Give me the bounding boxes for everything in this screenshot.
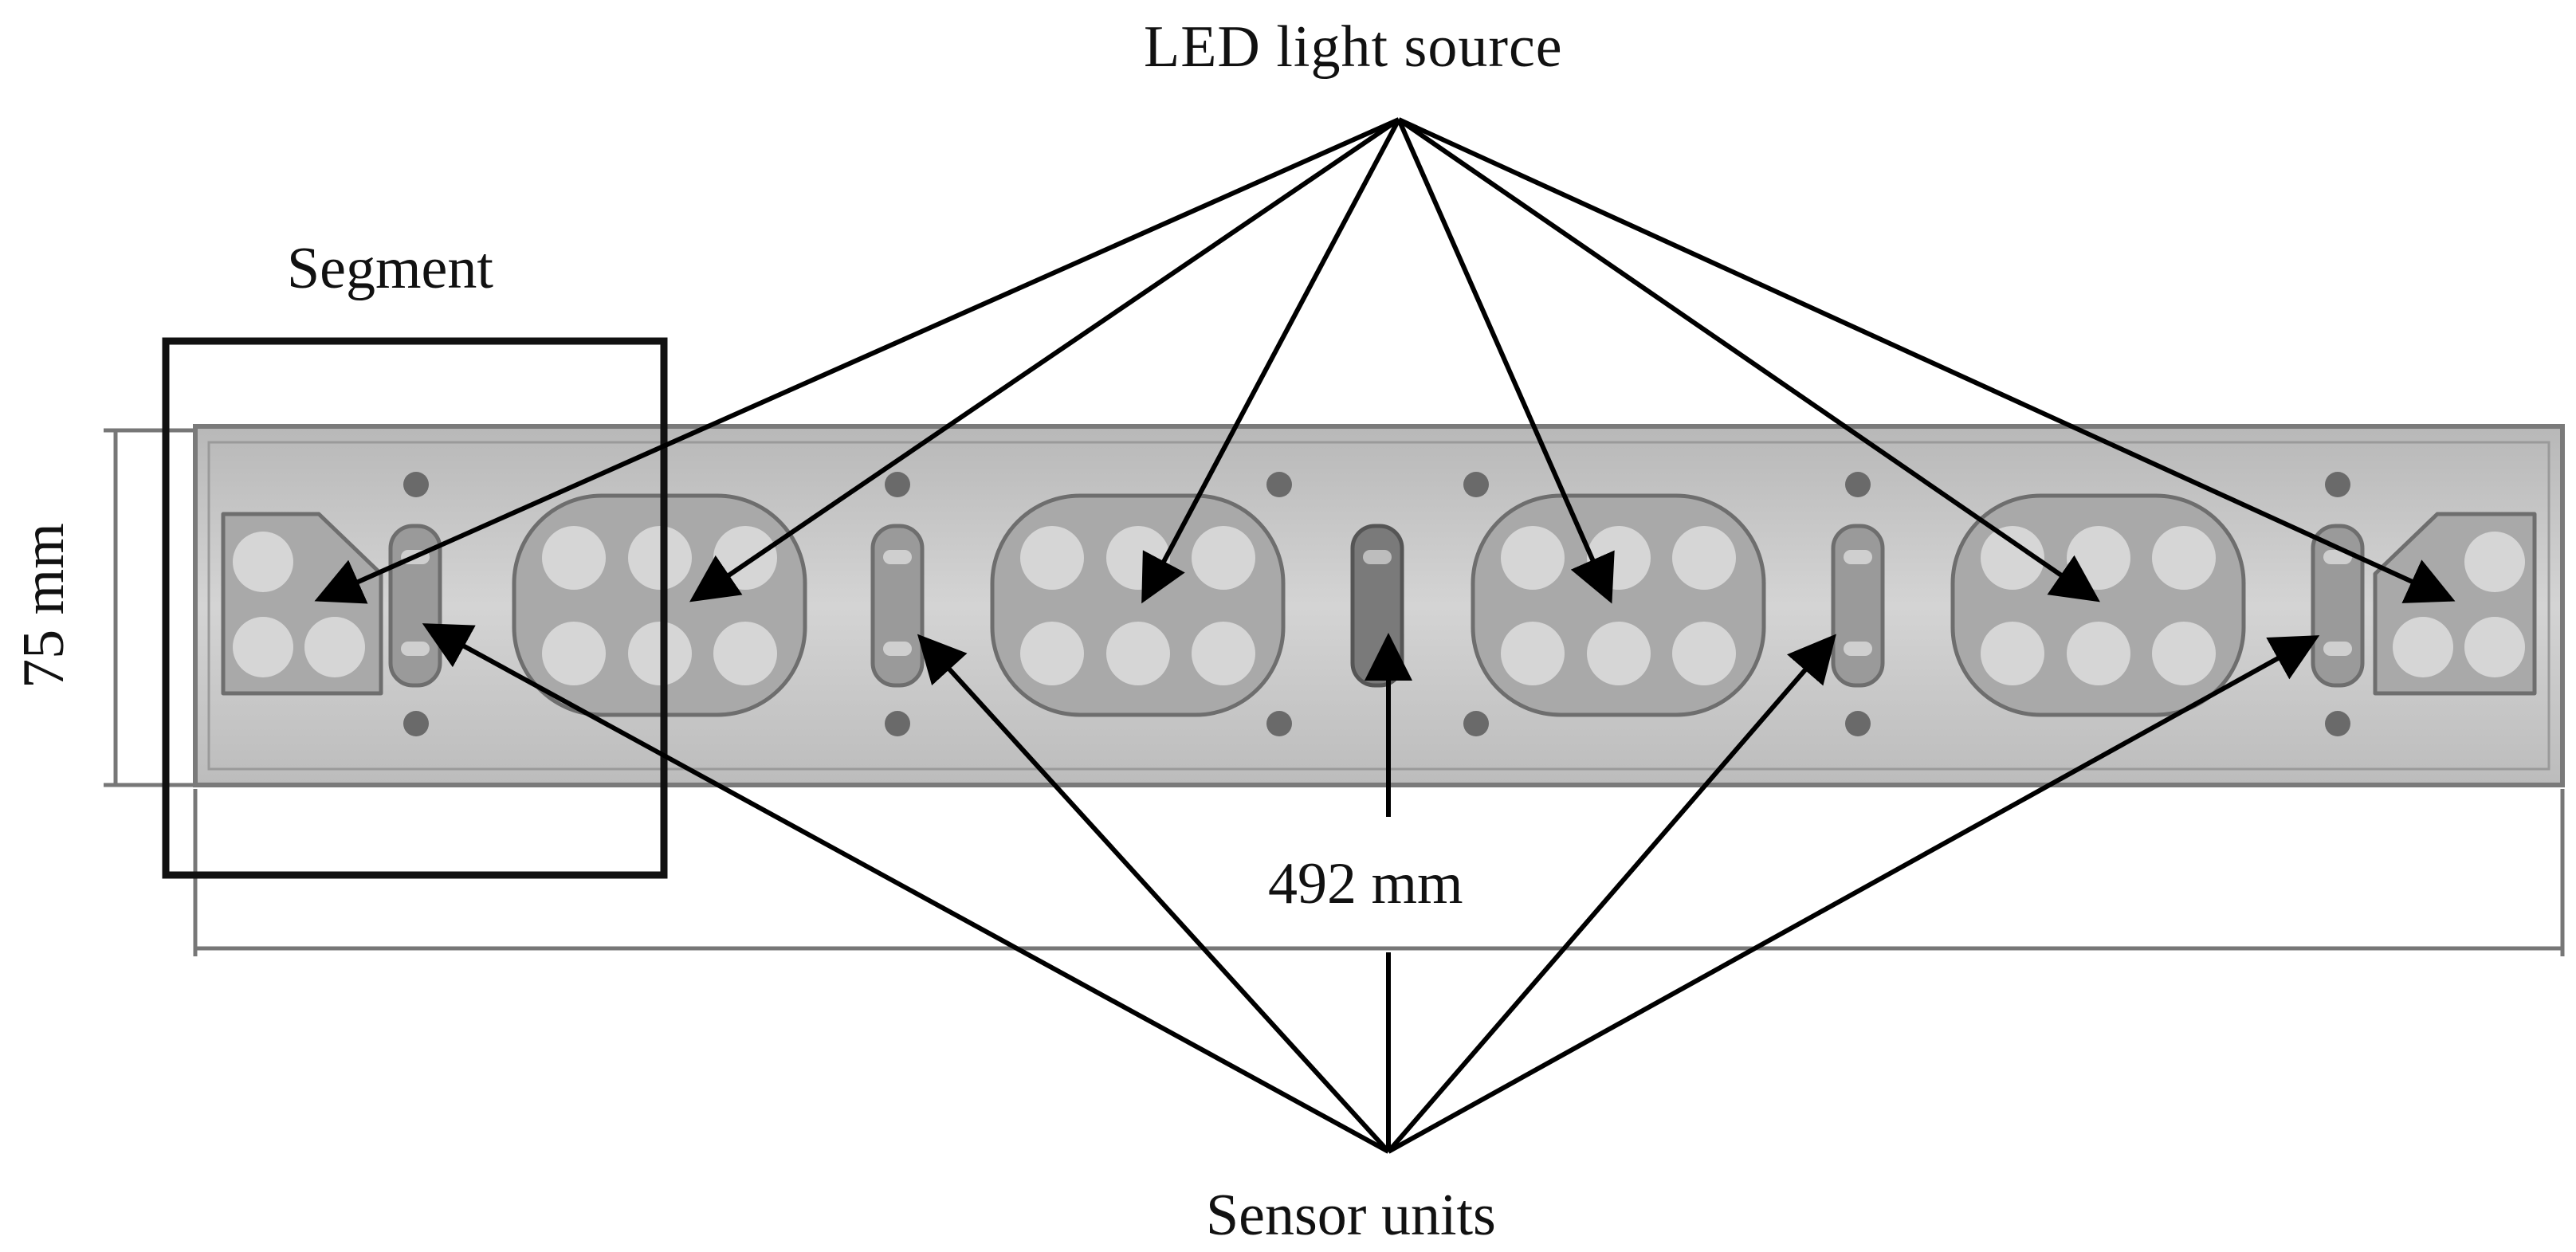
sensor-units-label: Sensor units xyxy=(1206,1183,1496,1248)
segment-label: Segment xyxy=(287,236,493,301)
led-module-right xyxy=(2373,512,2537,696)
led-module-left xyxy=(221,512,383,696)
segment-box xyxy=(162,337,668,879)
sensor-unit-2 xyxy=(870,524,925,688)
led-module-1 xyxy=(512,493,807,717)
height-dimension xyxy=(104,428,199,787)
length-dimension-label: 492 mm xyxy=(1263,851,1468,916)
mounting-screws xyxy=(403,472,2350,736)
sensor-unit-3 xyxy=(1350,524,1404,688)
sensor-unit-5 xyxy=(2311,524,2365,688)
sensor-arrows xyxy=(422,623,2320,1154)
led-module-2 xyxy=(990,493,1286,717)
led-module-3 xyxy=(1471,493,1766,717)
sensor-unit-4 xyxy=(1831,524,1885,688)
led-arrows xyxy=(314,117,2456,604)
height-dimension-label: 75 mm xyxy=(11,523,77,689)
led-light-source-label: LED light source xyxy=(1144,14,1563,80)
